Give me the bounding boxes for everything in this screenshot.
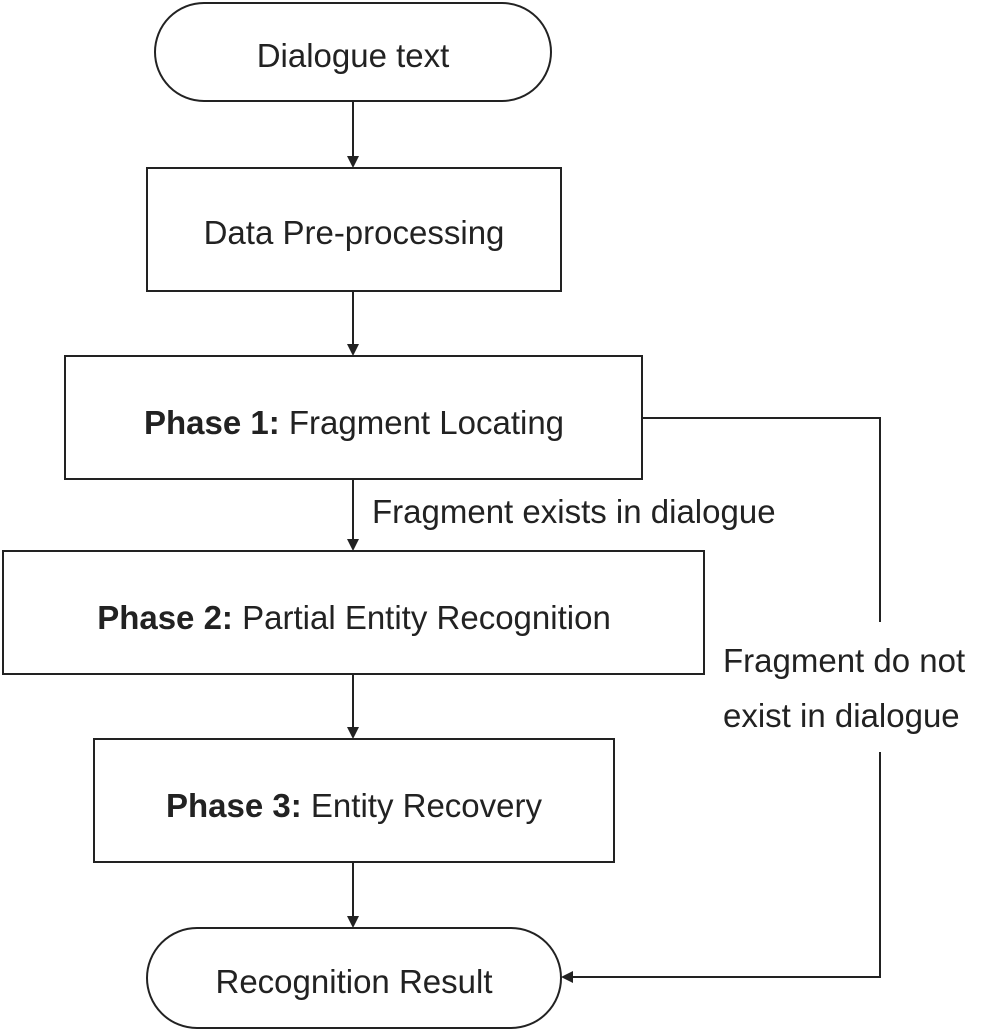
edge-label-fragment-exists: Fragment exists in dialogue	[372, 493, 776, 530]
node-phase-1-label: Phase 1: Fragment Locating	[144, 404, 564, 441]
node-data-preprocessing-label: Data Pre-processing	[204, 214, 505, 251]
edge-bypass-upper	[642, 417, 881, 622]
node-phase-3: Phase 3: Entity Recovery	[93, 738, 615, 863]
node-phase-1-title: Fragment Locating	[289, 404, 564, 441]
node-dialogue-text-label: Dialogue text	[257, 37, 450, 74]
node-phase-2-label: Phase 2: Partial Entity Recognition	[97, 599, 611, 636]
edge-bypass-lower	[561, 752, 881, 983]
node-phase-3-label: Phase 3: Entity Recovery	[166, 787, 543, 824]
node-data-preprocessing: Data Pre-processing	[146, 167, 562, 292]
node-phase-2-title: Partial Entity Recognition	[242, 599, 611, 636]
node-phase-2-prefix: Phase 2:	[97, 599, 233, 636]
node-phase-1-prefix: Phase 1:	[144, 404, 280, 441]
node-recognition-result: Recognition Result	[146, 927, 562, 1029]
edge-label-fragment-not-exist-line2: exist in dialogue	[723, 697, 960, 734]
node-recognition-result-label: Recognition Result	[216, 963, 493, 1000]
node-phase-3-prefix: Phase 3:	[166, 787, 302, 824]
node-phase-1: Phase 1: Fragment Locating	[64, 355, 643, 480]
node-dialogue-text: Dialogue text	[154, 2, 552, 102]
node-phase-3-title: Entity Recovery	[311, 787, 543, 824]
edge-label-fragment-not-exist-line1: Fragment do not	[723, 642, 965, 679]
node-phase-2: Phase 2: Partial Entity Recognition	[2, 550, 705, 675]
